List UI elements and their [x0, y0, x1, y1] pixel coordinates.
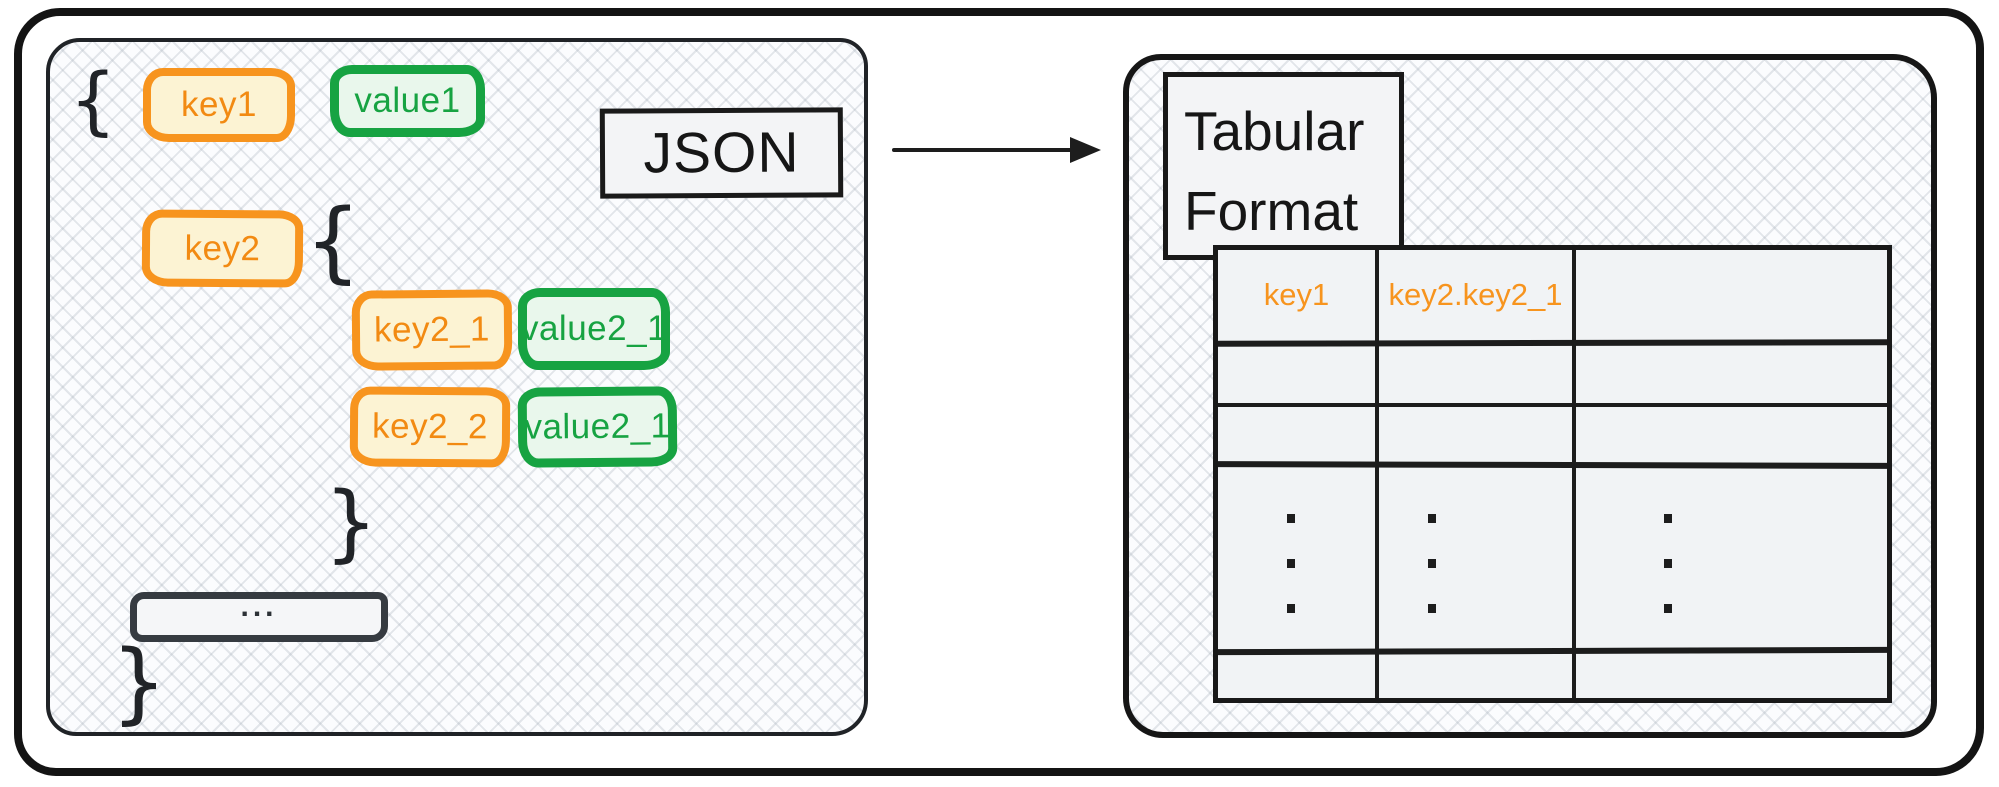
- key1-label: key1: [181, 85, 257, 124]
- inner-open-brace: {: [305, 189, 361, 293]
- key2-box: key2: [141, 209, 304, 288]
- tabular-format-label: Tabular Format: [1163, 72, 1404, 260]
- arrow-head-icon: [1070, 137, 1101, 163]
- tabular-format-line1: Tabular: [1184, 100, 1365, 162]
- ellipsis-box: ...: [130, 589, 388, 642]
- arrow-line: [892, 148, 1072, 152]
- table-header-key1: key1: [1263, 277, 1330, 312]
- table-header-key2-key2-1: key2.key2_1: [1388, 277, 1563, 312]
- key2-label: key2: [184, 228, 261, 268]
- vertical-ellipsis-dot: [1428, 559, 1436, 568]
- key1-box: key1: [143, 68, 295, 142]
- json-badge-label: JSON: [643, 120, 800, 186]
- ellipsis-label: ...: [240, 589, 278, 623]
- vertical-ellipsis-dot: [1428, 604, 1436, 613]
- value2-2-label: value2_1: [524, 406, 671, 447]
- table-row-line: [1217, 339, 1888, 347]
- vertical-ellipsis: [1664, 514, 1672, 613]
- outer-open-brace: {: [69, 58, 117, 145]
- inner-close-brace: }: [324, 473, 378, 572]
- value2-2-box: value2_1: [517, 386, 678, 468]
- table-row-line: [1218, 403, 1887, 407]
- value1-label: value1: [354, 81, 461, 120]
- table-row-line: [1217, 646, 1888, 656]
- vertical-ellipsis-dot: [1428, 514, 1436, 523]
- vertical-ellipsis-dot: [1287, 604, 1295, 613]
- vertical-ellipsis-dot: [1664, 559, 1672, 568]
- vertical-ellipsis-dot: [1664, 514, 1672, 523]
- value1-box: value1: [330, 65, 485, 137]
- tabular-format-line2: Format: [1184, 180, 1359, 242]
- vertical-ellipsis: [1287, 514, 1295, 613]
- value2-1-label: value2_1: [520, 309, 668, 348]
- vertical-ellipsis: [1428, 514, 1436, 613]
- json-to-table-arrow: [892, 136, 1102, 164]
- key2-2-box: key2_2: [349, 386, 511, 468]
- vertical-ellipsis-dot: [1287, 514, 1295, 523]
- vertical-ellipsis-dot: [1287, 559, 1295, 568]
- table-column-line: [1375, 250, 1379, 698]
- table-header-empty: [1576, 250, 1887, 340]
- outer-close-brace: }: [111, 630, 167, 734]
- key2-2-label: key2_2: [371, 406, 489, 447]
- vertical-ellipsis-dot: [1664, 604, 1672, 613]
- table-column-line: [1572, 250, 1576, 698]
- value2-1-box: value2_1: [518, 288, 670, 370]
- json-badge: JSON: [599, 107, 844, 199]
- table-row-line: [1217, 461, 1888, 469]
- key2-1-label: key2_1: [373, 309, 491, 350]
- result-table: key1 key2.key2_1: [1213, 245, 1892, 703]
- key2-1-box: key2_1: [351, 289, 513, 371]
